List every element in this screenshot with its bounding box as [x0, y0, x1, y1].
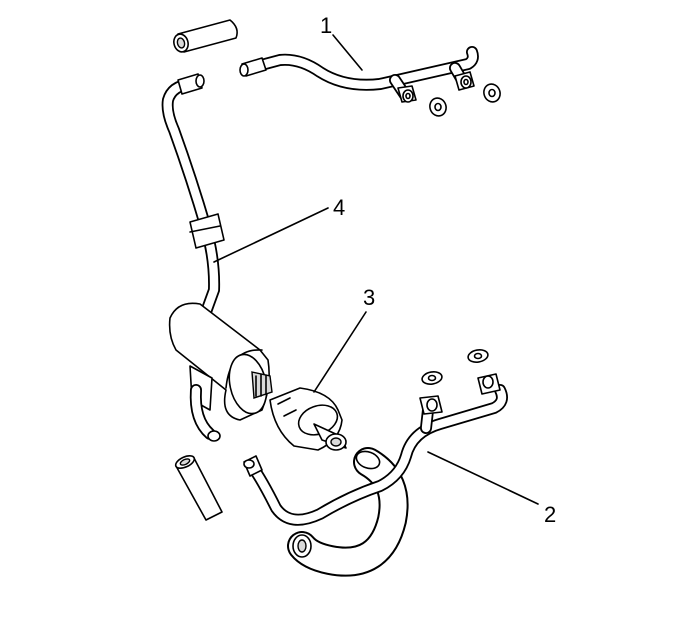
callout-1-label: 1	[320, 13, 332, 38]
callout-4-label: 4	[333, 195, 345, 220]
callout-3-leader	[313, 311, 367, 393]
lower-pipe-assembly	[243, 349, 508, 526]
canister	[168, 302, 273, 442]
callout-4: 4	[213, 195, 345, 263]
callout-2-leader	[427, 451, 539, 505]
callout-1: 1	[320, 13, 363, 71]
vertical-pipe-assembly	[161, 73, 225, 318]
lower-rubber-sleeve	[174, 455, 223, 521]
callout-2-label: 2	[544, 502, 556, 527]
callout-3: 3	[313, 285, 375, 393]
upper-pipe-assembly	[239, 46, 501, 117]
callout-4-leader	[213, 207, 329, 263]
callout-1-leader	[332, 34, 363, 71]
check-valve	[269, 387, 347, 451]
upper-rubber-sleeve	[173, 19, 238, 53]
callout-2: 2	[427, 451, 556, 527]
callout-3-label: 3	[363, 285, 375, 310]
